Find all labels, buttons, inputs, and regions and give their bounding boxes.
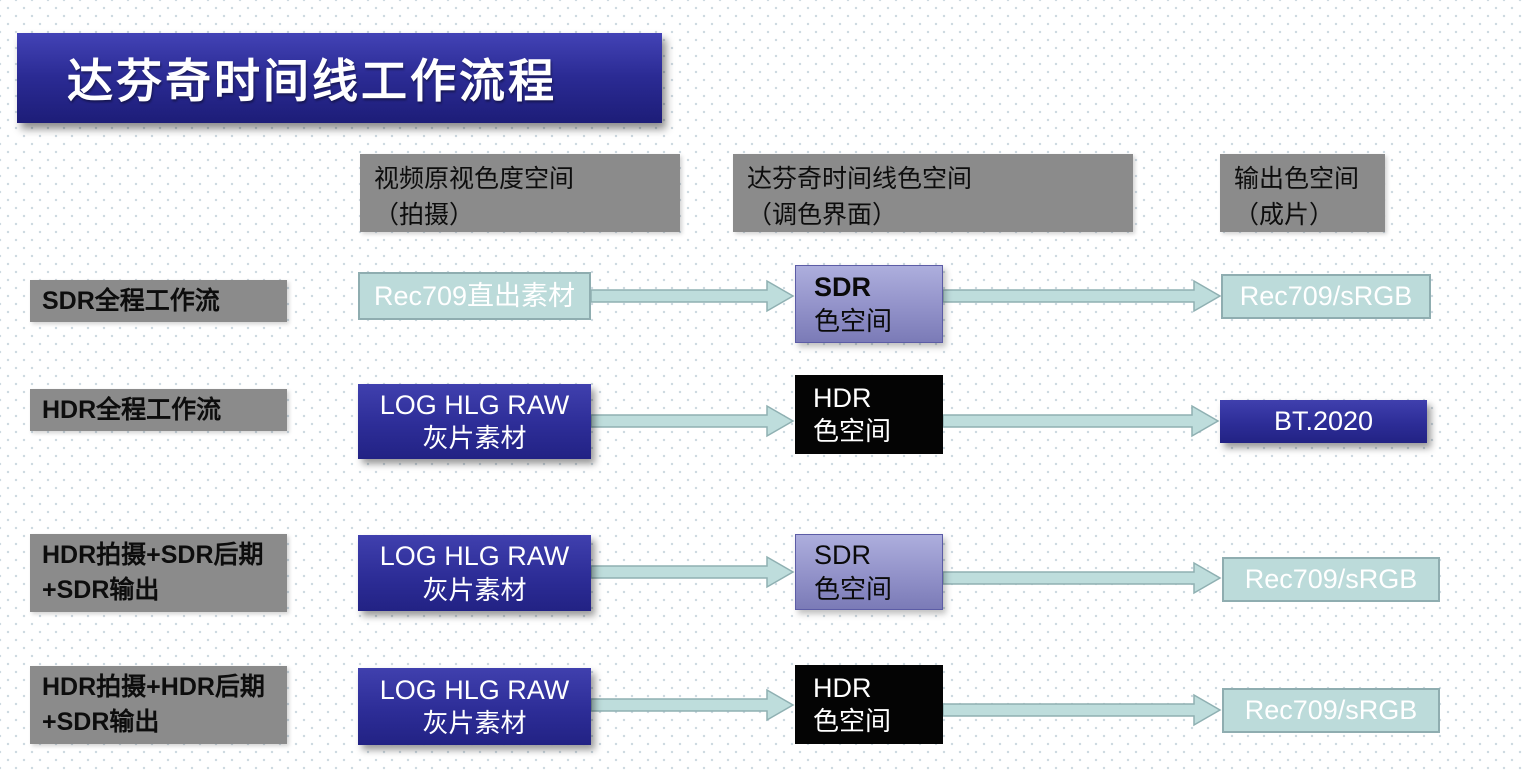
box-text: 色空间 (814, 306, 893, 336)
flow-arrow (942, 561, 1222, 595)
box-text: SDR (814, 540, 872, 571)
box-text: Rec709直出素材 (373, 280, 576, 311)
output-box-rec709-srgb: Rec709/sRGB (1221, 274, 1431, 319)
column-header-line2: （拍摄） (374, 201, 475, 229)
row-label-hdr-shoot-hdr-post: HDR拍摄+HDR后期+SDR输出 (30, 666, 287, 744)
box-text: HDR (813, 382, 872, 413)
source-box-rec709-footage: Rec709直出素材 (358, 272, 591, 320)
timeline-box-hdr-colorspace: HDR 色空间 (795, 665, 943, 744)
timeline-box-sdr-colorspace: SDR 色空间 (795, 534, 943, 610)
box-text: Rec709/sRGB (1239, 281, 1413, 312)
output-box-bt2020: BT.2020 (1220, 400, 1427, 443)
column-header-line1: 视频原视色度空间 (374, 166, 575, 193)
page-title: 达芬奇时间线工作流程 (17, 33, 662, 123)
flow-arrow (942, 404, 1220, 438)
box-text: LOG HLG RAW (379, 389, 570, 420)
column-header-line1: 输出色空间 (1234, 166, 1360, 193)
output-box-rec709-srgb: Rec709/sRGB (1222, 557, 1440, 602)
row-label-sdr-workflow: SDR全程工作流 (30, 280, 287, 322)
box-text: LOG HLG RAW (379, 541, 570, 572)
source-box-log-hlg-raw: LOG HLG RAW 灰片素材 (358, 535, 591, 611)
flow-arrow (942, 279, 1222, 313)
output-box-rec709-srgb: Rec709/sRGB (1222, 688, 1440, 733)
flow-arrow (590, 279, 795, 313)
flow-arrow (942, 693, 1222, 727)
row-label-hdr-workflow: HDR全程工作流 (30, 389, 287, 431)
column-header-line2: （调色界面） (747, 201, 898, 229)
flow-arrow (590, 404, 795, 438)
box-text: LOG HLG RAW (379, 674, 570, 705)
column-header-output: 输出色空间 （成片） (1220, 154, 1385, 232)
box-text: 色空间 (813, 707, 892, 737)
box-text: 灰片素材 (422, 709, 527, 739)
column-header-line2: （成片） (1234, 201, 1335, 229)
box-text: 色空间 (814, 574, 893, 604)
column-header-timeline: 达芬奇时间线色空间 （调色界面） (733, 154, 1133, 232)
column-header-source: 视频原视色度空间 （拍摄） (360, 154, 680, 232)
row-label-hdr-shoot-sdr-post: HDR拍摄+SDR后期+SDR输出 (30, 534, 287, 612)
box-text: SDR (814, 272, 872, 303)
box-text: 灰片素材 (422, 424, 527, 454)
box-text: HDR (813, 672, 872, 703)
flow-arrow (590, 555, 795, 589)
box-text: Rec709/sRGB (1244, 695, 1418, 726)
source-box-log-hlg-raw: LOG HLG RAW 灰片素材 (358, 668, 591, 745)
column-header-line1: 达芬奇时间线色空间 (747, 166, 973, 193)
flow-arrow (590, 688, 795, 722)
box-text: Rec709/sRGB (1244, 564, 1418, 595)
source-box-log-hlg-raw: LOG HLG RAW 灰片素材 (358, 384, 591, 459)
box-text: BT.2020 (1273, 406, 1374, 437)
box-text: 灰片素材 (422, 575, 527, 605)
box-text: 色空间 (813, 417, 892, 447)
timeline-box-hdr-colorspace: HDR 色空间 (795, 375, 943, 454)
timeline-box-sdr-colorspace: SDR 色空间 (795, 265, 943, 343)
